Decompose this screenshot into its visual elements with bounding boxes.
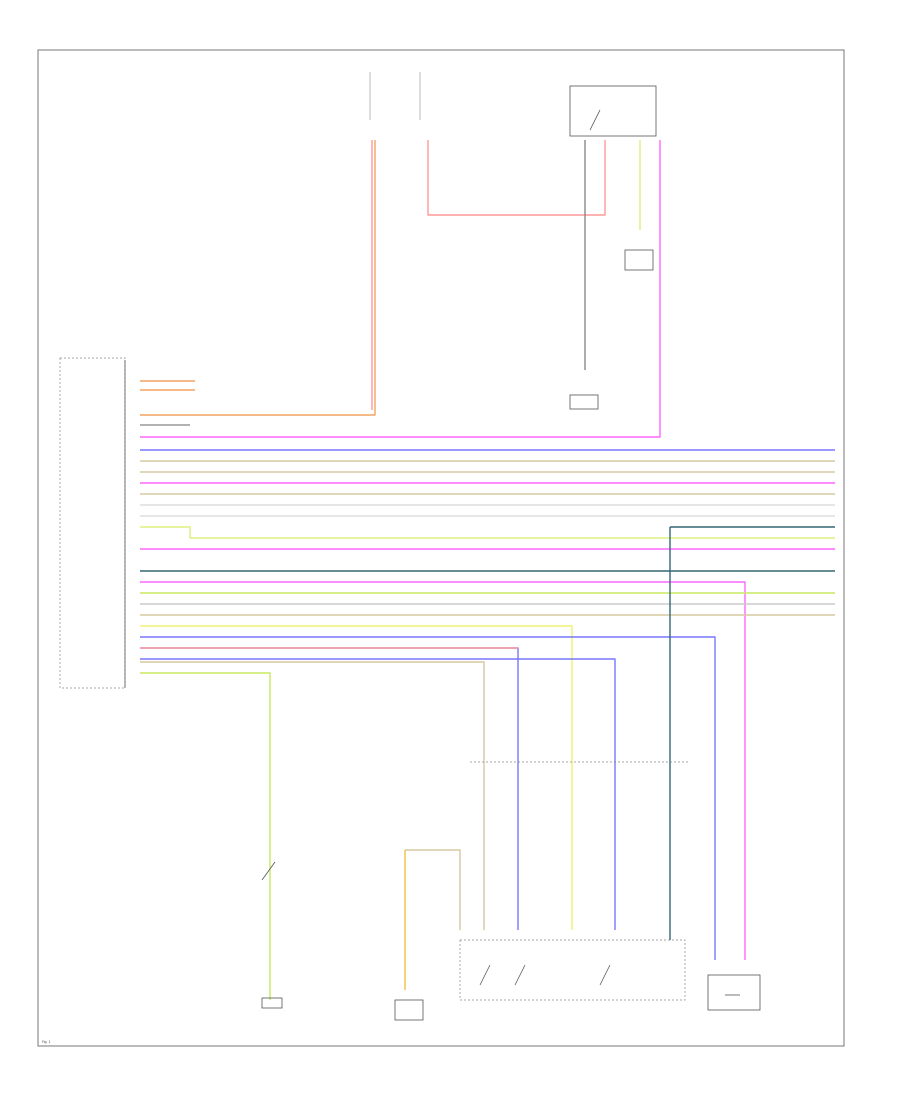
- wire-bottom-tan: [405, 849, 461, 930]
- bus-wire-magenta-3: [140, 581, 746, 960]
- control-module-outline: [59, 357, 126, 689]
- drop-wire-blue-2: [140, 658, 616, 930]
- switch-icon: [261, 861, 276, 881]
- wire-red-loop: [427, 140, 606, 216]
- bus-wire-green-1: [140, 526, 835, 539]
- diagram-frame: [37, 49, 845, 1047]
- switch-icon: [479, 964, 491, 986]
- switch-assembly-outline: [459, 939, 686, 1001]
- ground-icon: [569, 394, 599, 410]
- drop-wire-blue-right: [140, 636, 716, 960]
- switch-icon: [599, 964, 611, 986]
- footer-code: Fig. 1: [42, 1040, 51, 1044]
- drop-wire-green-left: [140, 672, 271, 1000]
- drop-wire-yellow: [140, 625, 573, 930]
- ground-icon: [624, 249, 654, 271]
- drop-wire-tan: [140, 661, 485, 930]
- bottom-right-component: [707, 974, 761, 1011]
- drop-wire-blue-1: [140, 647, 519, 930]
- wire-magenta-upper: [140, 140, 661, 438]
- wire-orange-top: [140, 140, 376, 416]
- ground-icon: [394, 999, 424, 1021]
- relay-switch-icon: [589, 109, 601, 131]
- ground-icon: [261, 997, 283, 1009]
- relay-box: [569, 85, 657, 137]
- switch-icon: [514, 964, 526, 986]
